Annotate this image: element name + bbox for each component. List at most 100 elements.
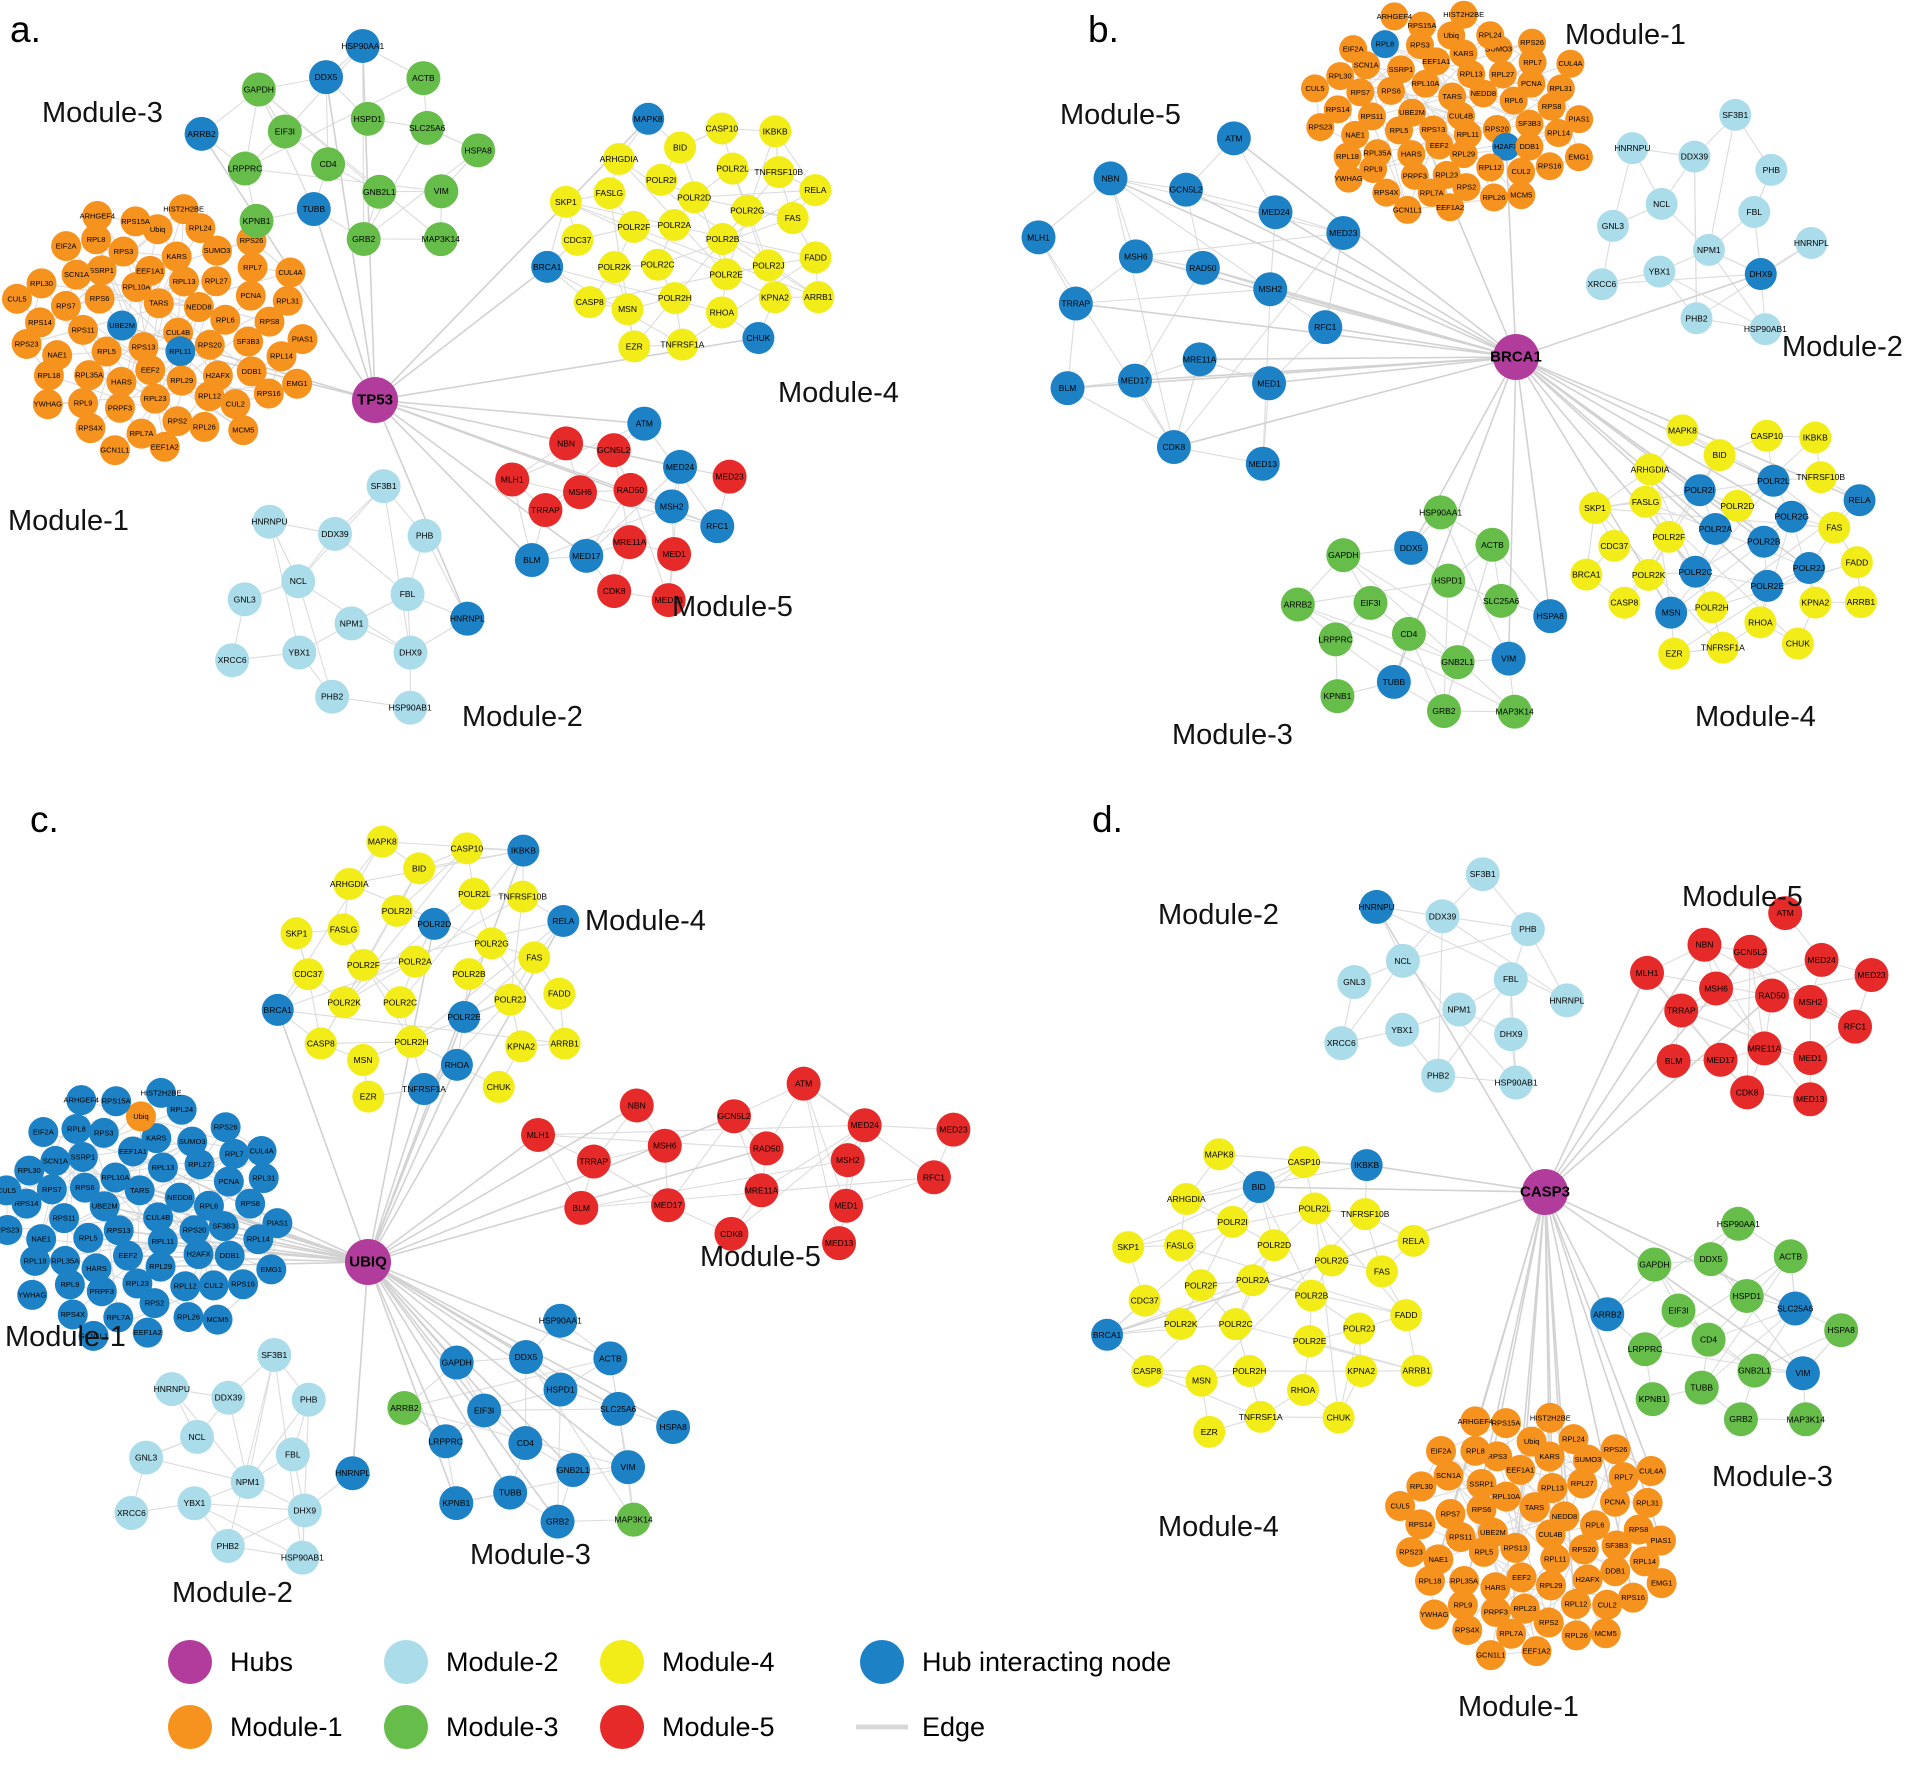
node-MSN[interactable] — [347, 1044, 380, 1077]
node-RPS26[interactable] — [1600, 1434, 1631, 1465]
node-EIF2A[interactable] — [1339, 35, 1368, 64]
node-GAPDH[interactable] — [241, 72, 276, 107]
node-GRB2[interactable] — [540, 1504, 575, 1539]
node-GRB2[interactable] — [346, 221, 381, 256]
node-TNFRSF10B[interactable] — [1804, 461, 1837, 494]
node-ARHGDIA[interactable] — [333, 867, 366, 900]
node-BID[interactable] — [1703, 439, 1736, 472]
node-DHX9[interactable] — [1494, 1017, 1529, 1052]
node-MAPK8[interactable] — [632, 102, 665, 135]
node-CHUK[interactable] — [742, 322, 775, 355]
node-MLH1[interactable] — [521, 1117, 556, 1152]
node-RPL30[interactable] — [26, 268, 57, 299]
node-POLR2A[interactable] — [1236, 1264, 1269, 1297]
node-PHB2[interactable] — [1421, 1058, 1456, 1093]
node-MED24[interactable] — [1258, 195, 1293, 230]
node-POLR2E[interactable] — [1293, 1325, 1326, 1358]
node-RPL26[interactable] — [173, 1302, 204, 1333]
node-RPS6[interactable] — [1466, 1494, 1497, 1525]
node-GCN5L2[interactable] — [717, 1099, 752, 1134]
node-TUBB[interactable] — [1684, 1370, 1719, 1405]
hub-node-brca1[interactable] — [1493, 334, 1539, 380]
node-ARHGDIA[interactable] — [602, 143, 635, 176]
node-EIF2A[interactable] — [1426, 1435, 1457, 1466]
node-POLR2B[interactable] — [1747, 525, 1780, 558]
node-CASP10[interactable] — [1288, 1146, 1321, 1179]
node-TARS[interactable] — [1438, 82, 1467, 111]
node-HARS[interactable] — [81, 1253, 112, 1284]
node-KPNA2[interactable] — [1799, 586, 1832, 619]
node-RPS7[interactable] — [50, 290, 81, 321]
node-RPS2[interactable] — [139, 1288, 170, 1319]
node-RPL9[interactable] — [1447, 1590, 1478, 1621]
node-CUL2[interactable] — [220, 389, 251, 420]
hub-node-tp53[interactable] — [352, 377, 398, 423]
node-RPS7[interactable] — [1346, 78, 1375, 107]
node-RPL30[interactable] — [1326, 62, 1355, 91]
node-RPL6[interactable] — [1499, 86, 1528, 115]
node-CUL5[interactable] — [0, 1175, 22, 1206]
node-CHUK[interactable] — [1322, 1401, 1355, 1434]
node-RPL18[interactable] — [20, 1245, 51, 1276]
node-EIF3I[interactable] — [467, 1393, 502, 1428]
node-HSP90AB1[interactable] — [393, 690, 428, 725]
node-POLR2E[interactable] — [1751, 569, 1784, 602]
node-RPL23[interactable] — [122, 1268, 153, 1299]
node-YBX1[interactable] — [1385, 1012, 1420, 1047]
node-CASP8[interactable] — [1608, 586, 1641, 619]
node-GNL3[interactable] — [1337, 964, 1372, 999]
node-RPL13[interactable] — [147, 1152, 178, 1183]
node-CDC37[interactable] — [561, 223, 594, 256]
node-SKP1[interactable] — [1579, 492, 1612, 525]
node-RPL12[interactable] — [1560, 1589, 1591, 1620]
node-GCN5L2[interactable] — [596, 433, 631, 468]
node-TNFRSF1A[interactable] — [666, 328, 699, 361]
node-GCN5L2[interactable] — [1733, 934, 1768, 969]
node-HNRNPL[interactable] — [450, 601, 485, 636]
node-TNFRSF10B[interactable] — [506, 880, 539, 913]
node-RPL35A[interactable] — [50, 1245, 81, 1276]
node-EEF1A2[interactable] — [132, 1317, 163, 1348]
node-ARHGEF4[interactable] — [66, 1085, 97, 1116]
node-XRCC6[interactable] — [215, 643, 250, 678]
node-HSP90AA1[interactable] — [543, 1303, 578, 1338]
node-H2AFX[interactable] — [183, 1239, 214, 1270]
node-POLR2D[interactable] — [418, 907, 451, 940]
node-POLR2F[interactable] — [1184, 1269, 1217, 1302]
node-BLM[interactable] — [1656, 1043, 1691, 1078]
node-PCNA[interactable] — [1517, 69, 1546, 98]
node-PRPF3[interactable] — [1480, 1596, 1511, 1627]
node-RHOA[interactable] — [1287, 1374, 1320, 1407]
node-RPS4X[interactable] — [75, 413, 106, 444]
node-MED17[interactable] — [569, 538, 604, 573]
node-ARHGDIA[interactable] — [1634, 453, 1667, 486]
node-NBN[interactable] — [619, 1088, 654, 1123]
node-PIAS1[interactable] — [1645, 1525, 1676, 1556]
node-MED23[interactable] — [1854, 958, 1889, 993]
node-EEF1A1[interactable] — [135, 255, 166, 286]
node-RPL7[interactable] — [1608, 1462, 1639, 1493]
node-CUL5[interactable] — [1, 283, 32, 314]
node-EIF3I[interactable] — [1661, 1293, 1696, 1328]
node-RPL27[interactable] — [184, 1149, 215, 1180]
node-CDC37[interactable] — [1598, 529, 1631, 562]
node-RPL11[interactable] — [165, 336, 196, 367]
node-RPL12[interactable] — [194, 381, 225, 412]
node-DDB1[interactable] — [1600, 1556, 1631, 1587]
node-RPS14[interactable] — [25, 307, 56, 338]
node-TNFRSF10B[interactable] — [762, 156, 795, 189]
node-HNRNPU[interactable] — [1359, 889, 1394, 924]
node-POLR2D[interactable] — [678, 181, 711, 214]
node-RPL7A[interactable] — [103, 1302, 134, 1333]
node-POLR2L[interactable] — [458, 877, 491, 910]
node-SUMO3[interactable] — [177, 1126, 208, 1157]
node-NCL[interactable] — [281, 564, 316, 599]
node-RPS4X[interactable] — [1372, 178, 1401, 207]
node-GCN1L1[interactable] — [1393, 195, 1422, 224]
node-CASP8[interactable] — [1131, 1354, 1164, 1387]
node-HIST2H2BE[interactable] — [1535, 1402, 1566, 1433]
node-POLR2J[interactable] — [494, 983, 527, 1016]
node-RPS15A[interactable] — [120, 206, 151, 237]
node-MED13[interactable] — [1793, 1082, 1828, 1117]
node-HIST2H2BE[interactable] — [146, 1077, 177, 1108]
